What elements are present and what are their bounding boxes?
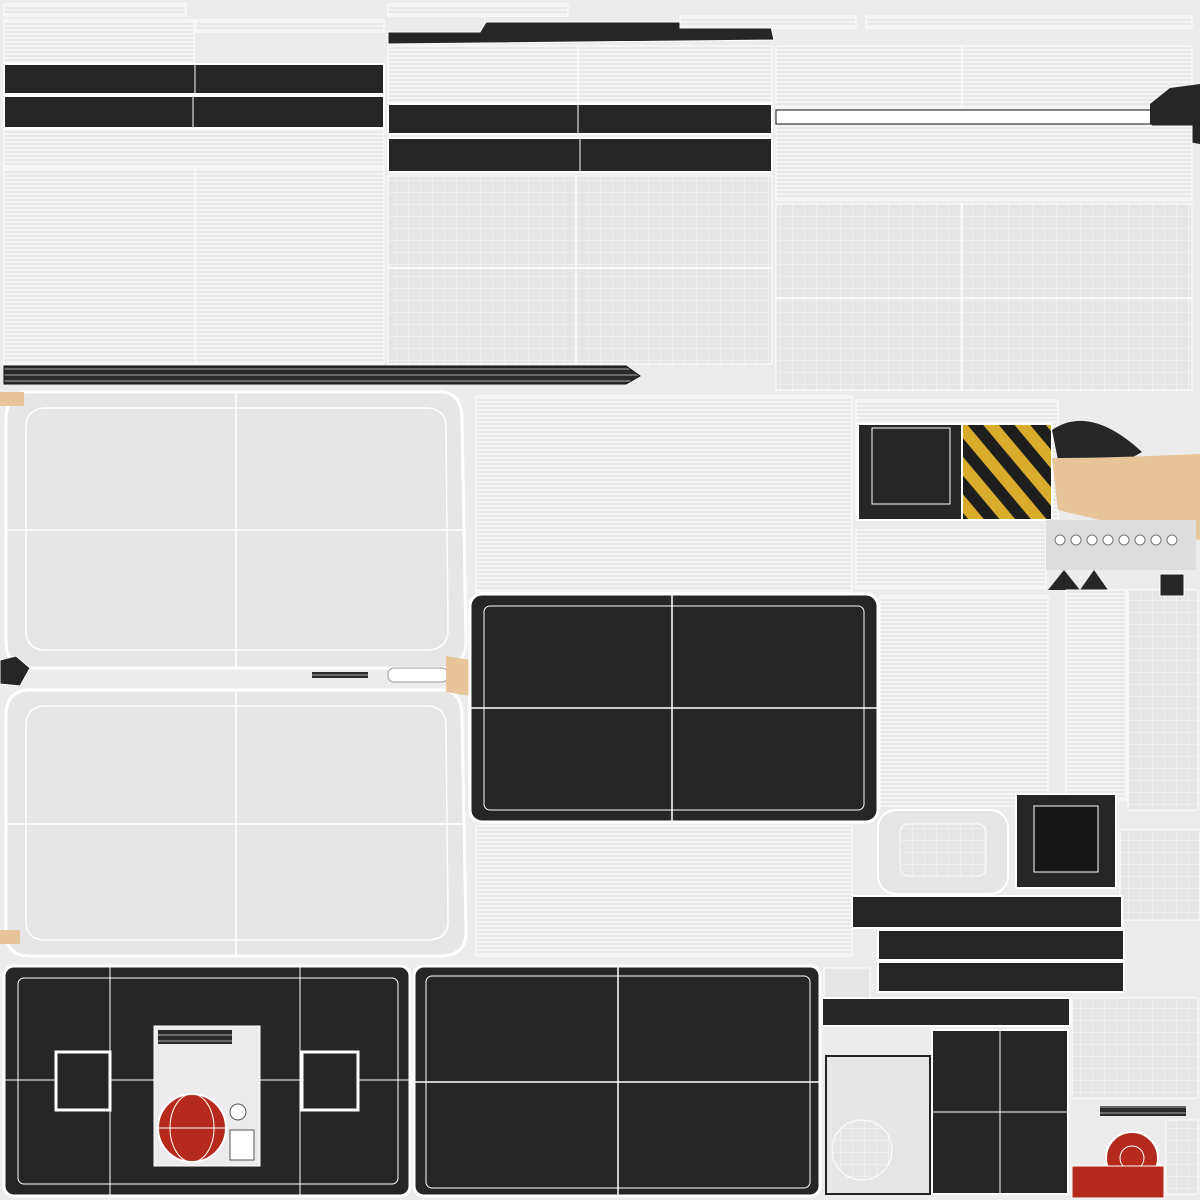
uv-island-top-left bbox=[3, 3, 641, 385]
uv-island-mid-right bbox=[851, 793, 1125, 993]
uv-small-pieces-left bbox=[0, 392, 470, 944]
uv-island-top-right bbox=[679, 15, 1200, 391]
uv-small-parts-right bbox=[1046, 520, 1200, 921]
uv-island-hazard bbox=[855, 399, 1200, 807]
uv-island-large-light-lower bbox=[4, 688, 468, 958]
uv-island-large-light-upper bbox=[4, 390, 468, 670]
uv-island-center bbox=[468, 395, 880, 957]
uv-island-bottom-left bbox=[2, 964, 412, 1198]
uv-island-bottom-right bbox=[821, 967, 1199, 1199]
uv-island-top-middle bbox=[387, 3, 775, 365]
uv-island-bottom-middle bbox=[412, 964, 822, 1198]
